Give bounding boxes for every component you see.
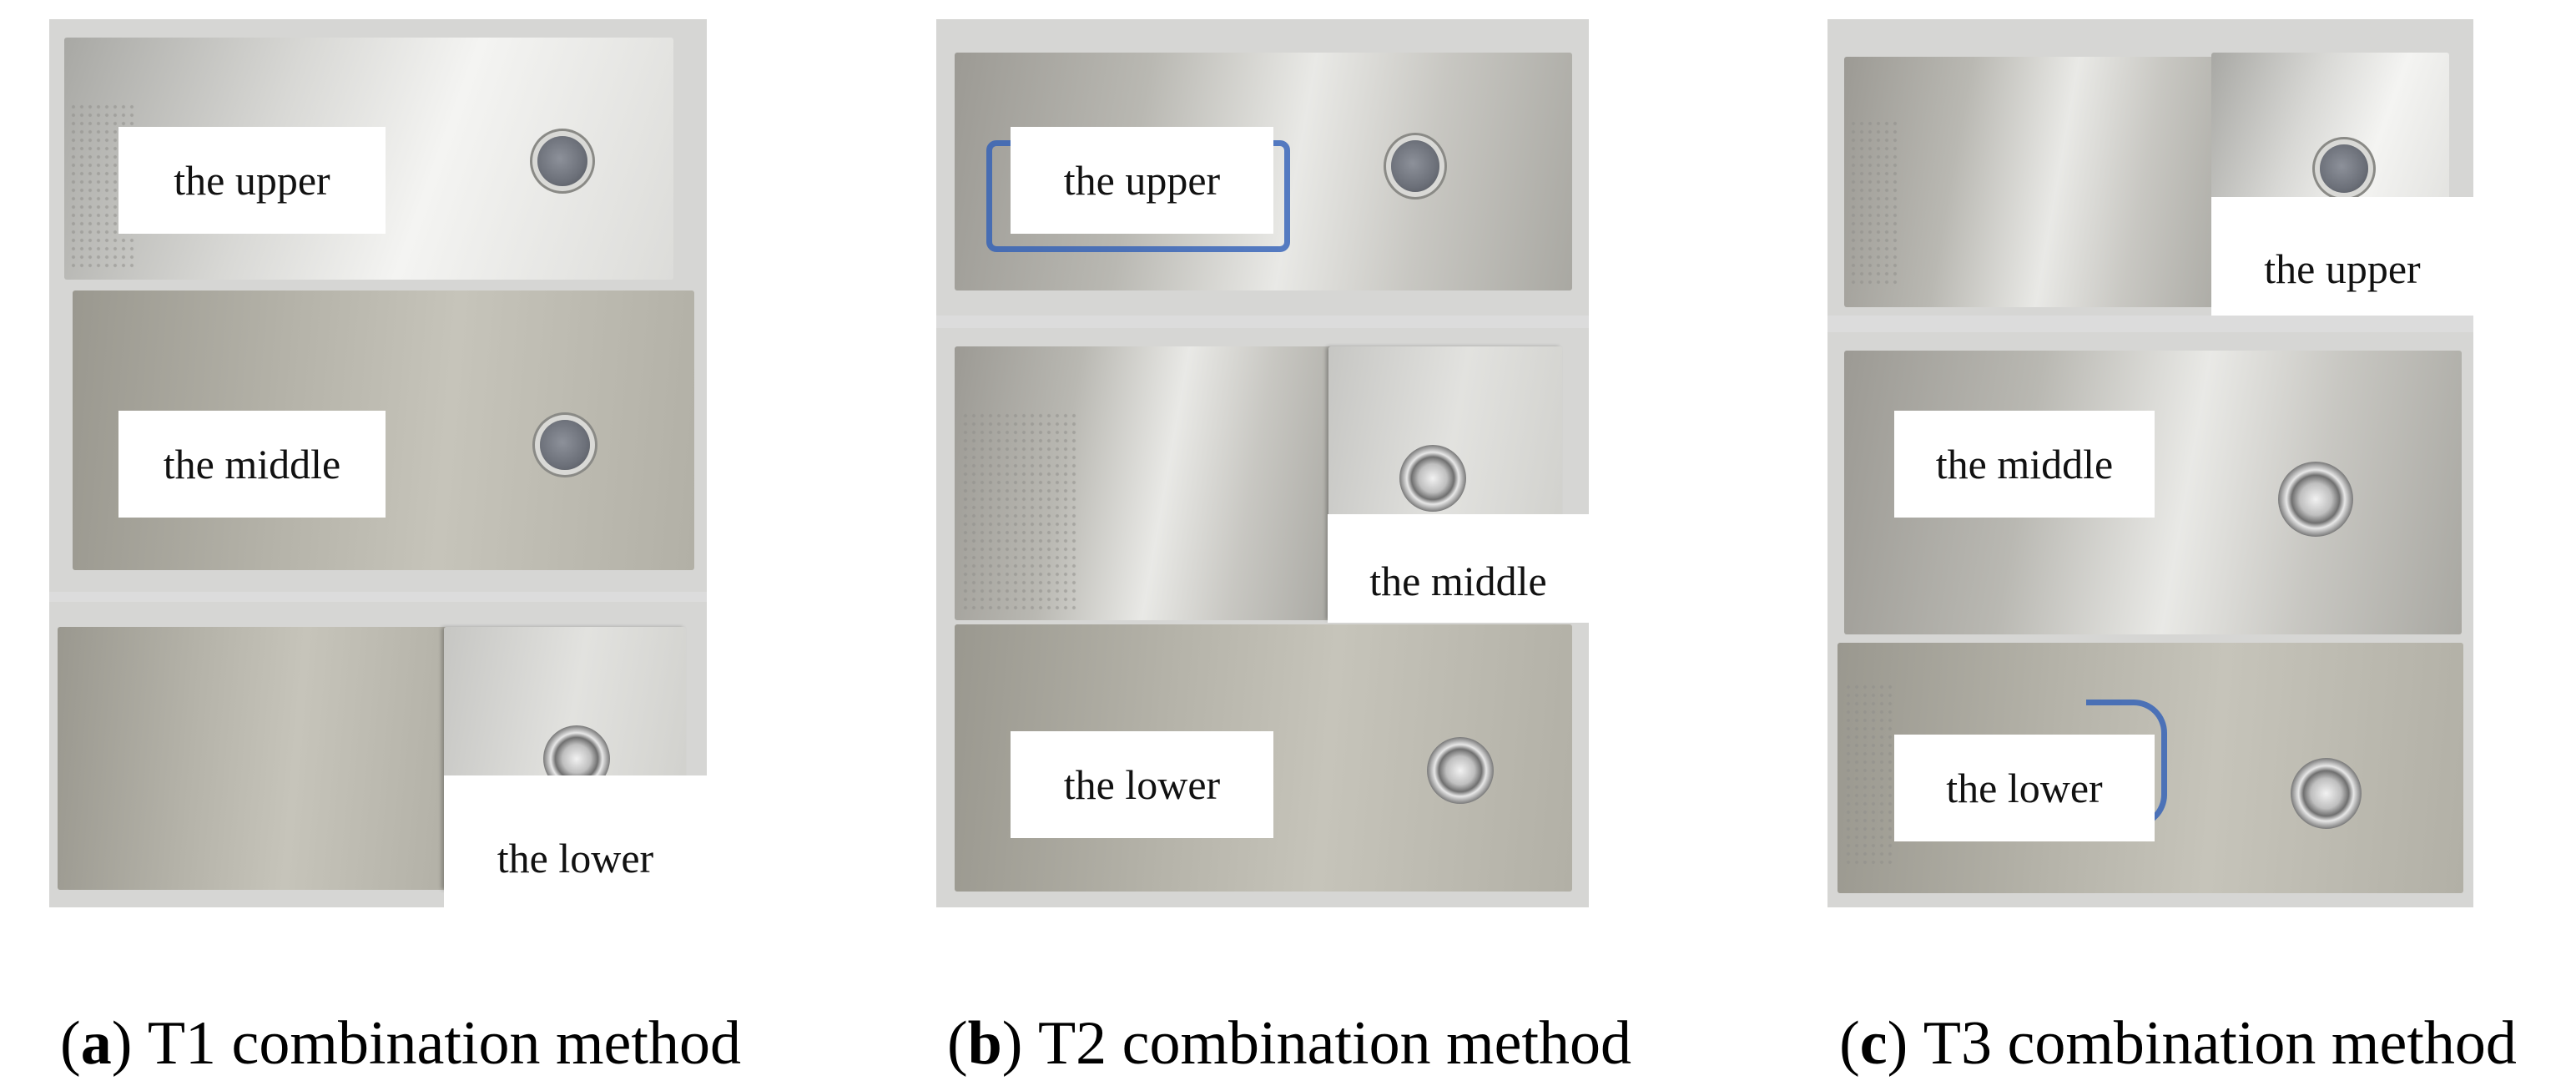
rivet-icon [2320,144,2368,193]
label-a-upper: the upper [118,127,386,234]
caption-text: T1 combination method [147,1008,741,1078]
rivet-icon [537,136,587,186]
label-a-lower: the lower [444,775,707,907]
label-c-middle: the middle [1894,411,2155,518]
panel-b-t2: the upper the middle the lower [936,19,1589,907]
caption-letter: a [80,1008,112,1078]
panel-c-t3: the upper the middle the lower [1827,19,2473,907]
caption-text: T2 combination method [1037,1008,1632,1078]
photo-a-lower [49,602,707,907]
label-b-lower: the lower [1011,731,1273,838]
rivet-icon [2291,758,2362,829]
label-b-middle: the middle [1328,514,1589,623]
knurl-pattern [1849,119,1899,286]
caption-a: (a) T1 combination method [0,1006,801,1081]
rivet-icon [1391,140,1439,192]
label-c-lower: the lower [1894,735,2155,841]
knurl-pattern [961,412,1078,612]
caption-paren-close: ) [111,1008,148,1078]
caption-paren-close: ) [1001,1008,1038,1078]
label-b-upper: the upper [1011,127,1273,234]
caption-text: T3 combination method [1923,1008,2517,1078]
caption-paren-close: ) [1887,1008,1923,1078]
label-c-upper: the upper [2211,197,2473,316]
caption-c: (c) T3 combination method [1777,1006,2576,1081]
rivet-icon [540,420,590,470]
rivet-icon [2278,462,2353,537]
caption-paren-open: ( [1839,1008,1860,1078]
caption-letter: c [1859,1008,1888,1078]
caption-letter: b [967,1008,1002,1078]
label-a-middle: the middle [118,411,386,518]
caption-paren-open: ( [946,1008,968,1078]
plate-a-lower-base [58,627,450,890]
plate-c-upper-base [1844,57,2228,307]
rivet-icon [1399,445,1466,512]
panel-a-t1: the upper the middle the lower [49,19,707,907]
rivet-icon [1427,737,1494,804]
knurl-pattern [1844,683,1894,866]
caption-b: (b) T2 combination method [889,1006,1690,1081]
caption-paren-open: ( [60,1008,81,1078]
